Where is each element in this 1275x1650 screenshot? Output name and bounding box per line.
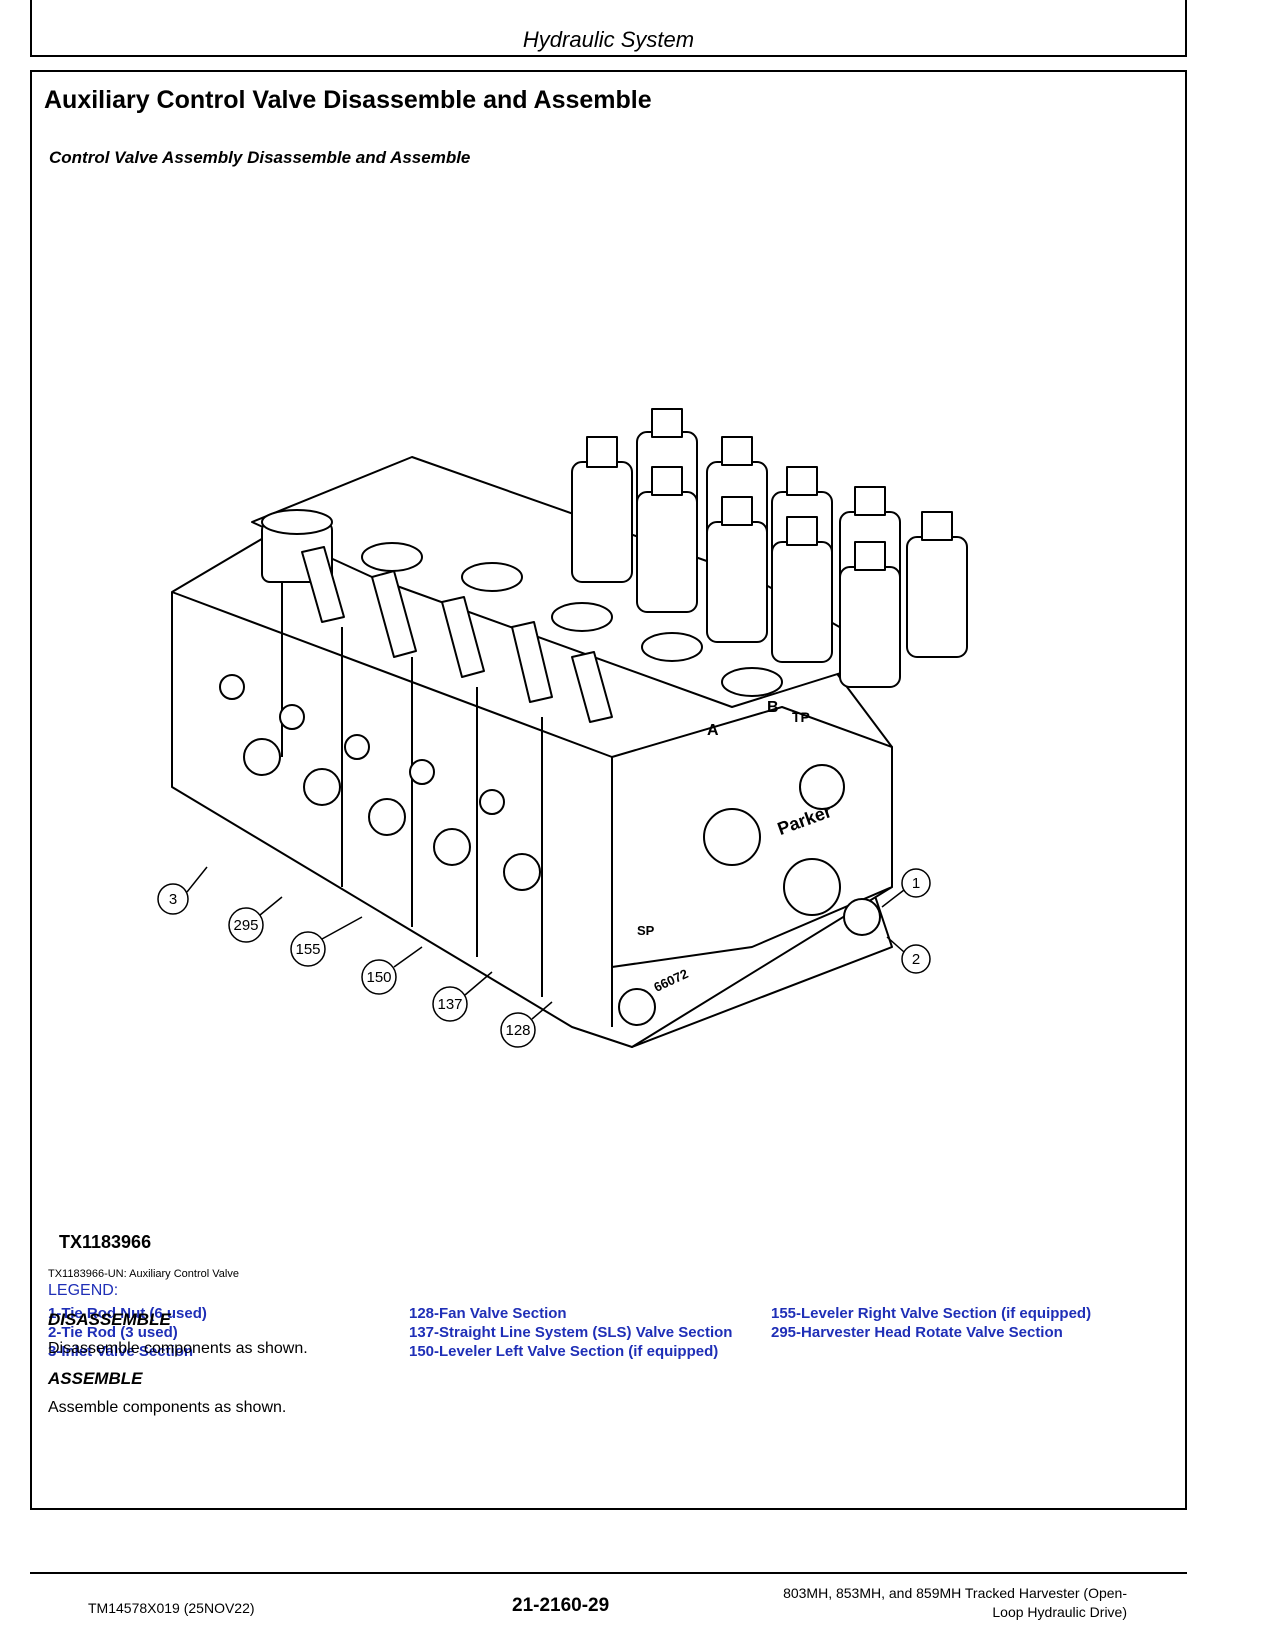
- callout-137: 137: [437, 996, 462, 1013]
- legend-item: 128-Fan Valve Section: [409, 1305, 567, 1322]
- footer-model-line-1: 803MH, 853MH, and 859MH Tracked Harveste…: [783, 1585, 1127, 1601]
- legend-item: 1-Tie Rod Nut (6 used): [48, 1305, 207, 1322]
- callout-3: 3: [169, 891, 177, 908]
- legend-column-1: 1-Tie Rod Nut (6 used) 2-Tie Rod (3 used…: [48, 1304, 207, 1361]
- subsection-title: Control Valve Assembly Disassemble and A…: [49, 148, 471, 167]
- legend-title: LEGEND:: [48, 1282, 119, 1299]
- valve-illustration: Parker A B TP SP 66072: [157, 408, 968, 1048]
- legend-column-2: 128-Fan Valve Section 137-Straight Line …: [409, 1304, 732, 1361]
- section-title: Auxiliary Control Valve Disassemble and …: [44, 86, 652, 114]
- disassemble-text: Disassemble components as shown.: [48, 1340, 308, 1357]
- content-box: Auxiliary Control Valve Disassemble and …: [30, 70, 1187, 1510]
- marking-sp: SP: [637, 923, 655, 938]
- legend-item: 150-Leveler Left Valve Section (if equip…: [409, 1343, 719, 1360]
- callout-circle: [432, 986, 468, 1022]
- callout-circle: [901, 868, 931, 898]
- footer-doc-id: TM14578X019 (25NOV22): [88, 1600, 255, 1616]
- figure-id: TX1183966: [59, 1232, 152, 1252]
- legend-item: 295-Harvester Head Rotate Valve Section: [771, 1324, 1063, 1341]
- legend-item: 3-Inlet Valve Section: [48, 1343, 194, 1360]
- page-header: Hydraulic System: [30, 0, 1187, 57]
- footer-rule: [30, 1572, 1187, 1574]
- callout-128: 128: [505, 1022, 530, 1039]
- callout-295: 295: [233, 917, 258, 934]
- callout-155: 155: [295, 941, 320, 958]
- footer-model-line-2: Loop Hydraulic Drive): [992, 1604, 1127, 1620]
- callout-circle: [901, 944, 931, 974]
- marking-tp: TP: [792, 709, 810, 725]
- callout-circle: [500, 1012, 536, 1048]
- marking-b: B: [767, 699, 779, 716]
- callout-150: 150: [366, 969, 391, 986]
- legend-column-3: 155-Leveler Right Valve Section (if equi…: [771, 1304, 1091, 1342]
- footer-page-number: 21-2160-29: [512, 1595, 610, 1616]
- marking-a: A: [707, 722, 719, 739]
- callout-1: 1: [912, 875, 920, 892]
- disassemble-heading: DISASSEMBLE: [48, 1310, 171, 1329]
- legend-item: 2-Tie Rod (3 used): [48, 1324, 178, 1341]
- figure-caption: TX1183966-UN: Auxiliary Control Valve: [48, 1268, 239, 1280]
- legend-item: 155-Leveler Right Valve Section (if equi…: [771, 1305, 1092, 1322]
- assemble-heading: ASSEMBLE: [48, 1369, 143, 1388]
- legend-item: 137-Straight Line System (SLS) Valve Sec…: [409, 1324, 733, 1341]
- header-title: Hydraulic System: [522, 27, 695, 52]
- callout-circle: [361, 959, 397, 995]
- callout-2: 2: [912, 951, 920, 968]
- callout-circle: [228, 907, 264, 943]
- assemble-text: Assemble components as shown.: [48, 1399, 287, 1416]
- callout-circle: [157, 883, 189, 915]
- callout-circle: [290, 931, 326, 967]
- footer-model: 803MH, 853MH, and 859MH Tracked Harveste…: [783, 1584, 1127, 1622]
